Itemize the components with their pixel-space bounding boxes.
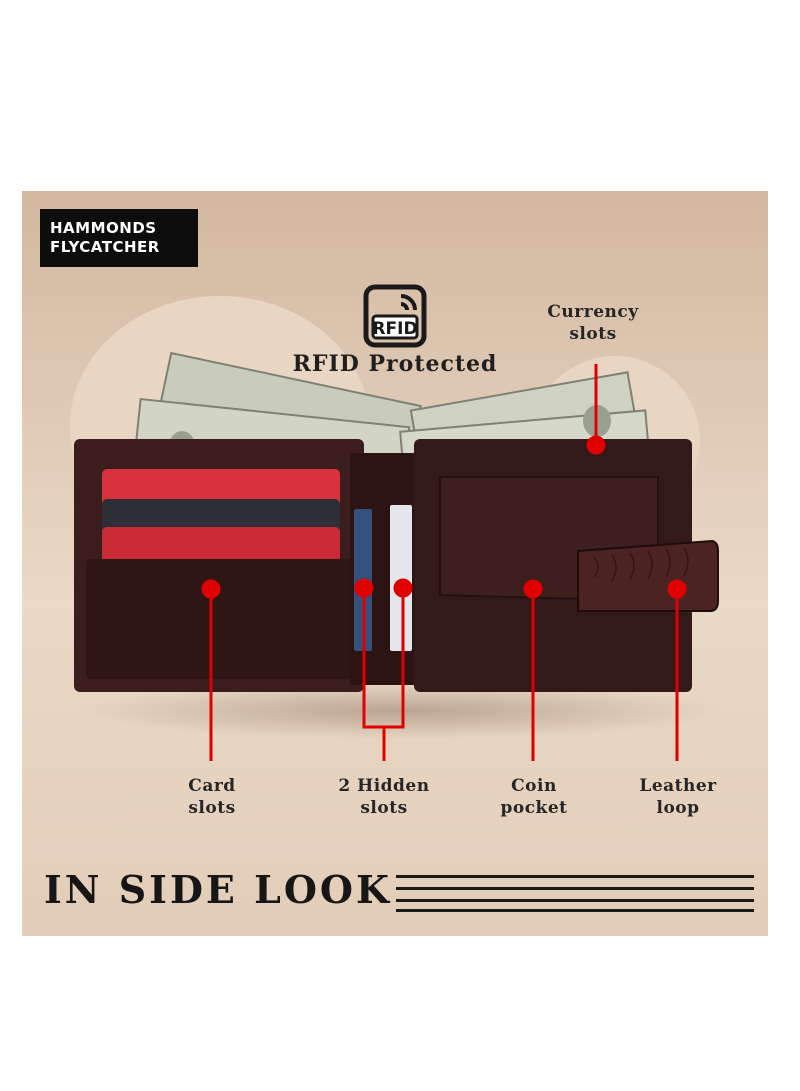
callout-loop-line2: loop	[656, 798, 700, 818]
callout-loop-line1: Leather	[639, 776, 717, 796]
coin-pocket-marker	[523, 579, 543, 599]
callout-hidden-line1: 2 Hidden	[338, 776, 430, 796]
leather-loop-marker	[667, 579, 687, 599]
heading-rule-3	[396, 899, 754, 902]
callout-coin: Coin pocket	[474, 775, 594, 819]
heading-rule-4	[396, 909, 754, 912]
wallet-illustration	[74, 351, 722, 739]
callout-hidden: 2 Hidden slots	[324, 775, 444, 819]
callout-card-line1: Card	[188, 776, 236, 796]
heading-rule-1	[396, 875, 754, 878]
card-slot-marker	[201, 579, 221, 599]
hidden-card-2	[390, 505, 412, 651]
callout-currency-line1: Currency	[547, 302, 639, 322]
callout-card: Card slots	[152, 775, 272, 819]
brand-line1: HAMMONDS	[50, 219, 157, 237]
heading-rule-2	[396, 887, 754, 890]
currency-marker	[586, 435, 606, 455]
brand-logo: HAMMONDS FLYCATCHER	[40, 209, 198, 267]
rfid-icon-text: RFID	[372, 319, 417, 339]
callout-currency-line2: slots	[569, 324, 617, 344]
callout-overlay	[201, 364, 687, 761]
rfid-label: RFID Protected	[292, 351, 498, 377]
callout-coin-line1: Coin	[511, 776, 557, 796]
brand-line2: FLYCATCHER	[50, 238, 160, 256]
callout-hidden-line2: slots	[360, 798, 408, 818]
card-pocket	[86, 559, 352, 679]
rfid-icon: RFID	[363, 284, 427, 348]
callout-loop: Leather loop	[618, 775, 738, 819]
callout-coin-line2: pocket	[500, 798, 568, 818]
product-panel: HAMMONDS FLYCATCHER RFID RFID Protected	[22, 191, 768, 936]
callout-currency: Currency slots	[533, 301, 653, 345]
section-heading: IN SIDE LOOK	[44, 867, 393, 912]
callout-card-line2: slots	[188, 798, 236, 818]
